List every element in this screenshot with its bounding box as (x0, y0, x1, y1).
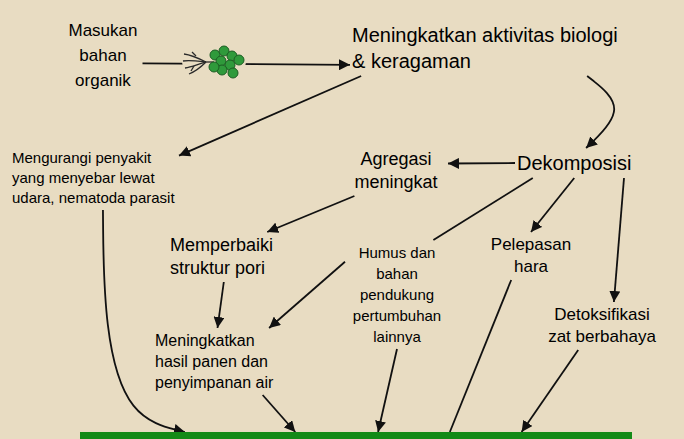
arrow-connector (586, 76, 614, 148)
arrow-connector (267, 196, 354, 232)
arrow-connector (179, 76, 361, 156)
node-text: Humus dan bahan pendukung pertumbuhan la… (347, 242, 447, 347)
node-text: Detoksifikasi zat berbahaya (545, 304, 660, 348)
node-text: Pelepasan hara (484, 234, 579, 278)
node-text: Memperbaiki struktur pori (170, 234, 290, 280)
arrow-connector (531, 178, 574, 232)
arrow-connector (522, 350, 579, 432)
arrow-connector (450, 280, 511, 432)
arrow-connector (143, 63, 351, 64)
node-text: Mengurangi penyakit yang menyebar lewat … (12, 148, 177, 208)
text-node: Dekomposisi (515, 148, 633, 178)
node-text: Masukan bahan organik (66, 18, 141, 93)
text-node: Mengurangi penyakit yang menyebar lewat … (10, 146, 179, 210)
text-node: Humus dan bahan pendukung pertumbuhan la… (345, 240, 449, 349)
plant-leaves (209, 46, 244, 78)
text-node: Meningkatkan aktivitas biologi & keragam… (350, 20, 629, 76)
result-bar (80, 432, 632, 439)
node-text: Dekomposisi (517, 150, 631, 176)
arrow-connector (448, 162, 515, 164)
arrow-connector (263, 395, 296, 432)
arrow-connector (378, 349, 397, 432)
text-node: Meningkatkan hasil panen dan penyimpanan… (153, 328, 282, 395)
node-text: Agregasi meningkat (346, 148, 446, 194)
text-node: Detoksifikasi zat berbahaya (543, 302, 662, 350)
node-text: Meningkatkan hasil panen dan penyimpanan… (155, 330, 280, 393)
text-node: Masukan bahan organik (64, 16, 143, 95)
arrow-connector (218, 282, 224, 328)
plant-roots (183, 52, 214, 74)
text-node: Pelepasan hara (482, 232, 581, 280)
arrow-connector (433, 178, 532, 240)
text-node: Memperbaiki struktur pori (168, 232, 292, 282)
arrow-connector (269, 262, 345, 328)
text-node: Agregasi meningkat (344, 146, 448, 196)
node-text: Meningkatkan aktivitas biologi & keragam… (352, 22, 627, 74)
icon-ground (182, 46, 246, 78)
arrow-connector (614, 178, 624, 302)
